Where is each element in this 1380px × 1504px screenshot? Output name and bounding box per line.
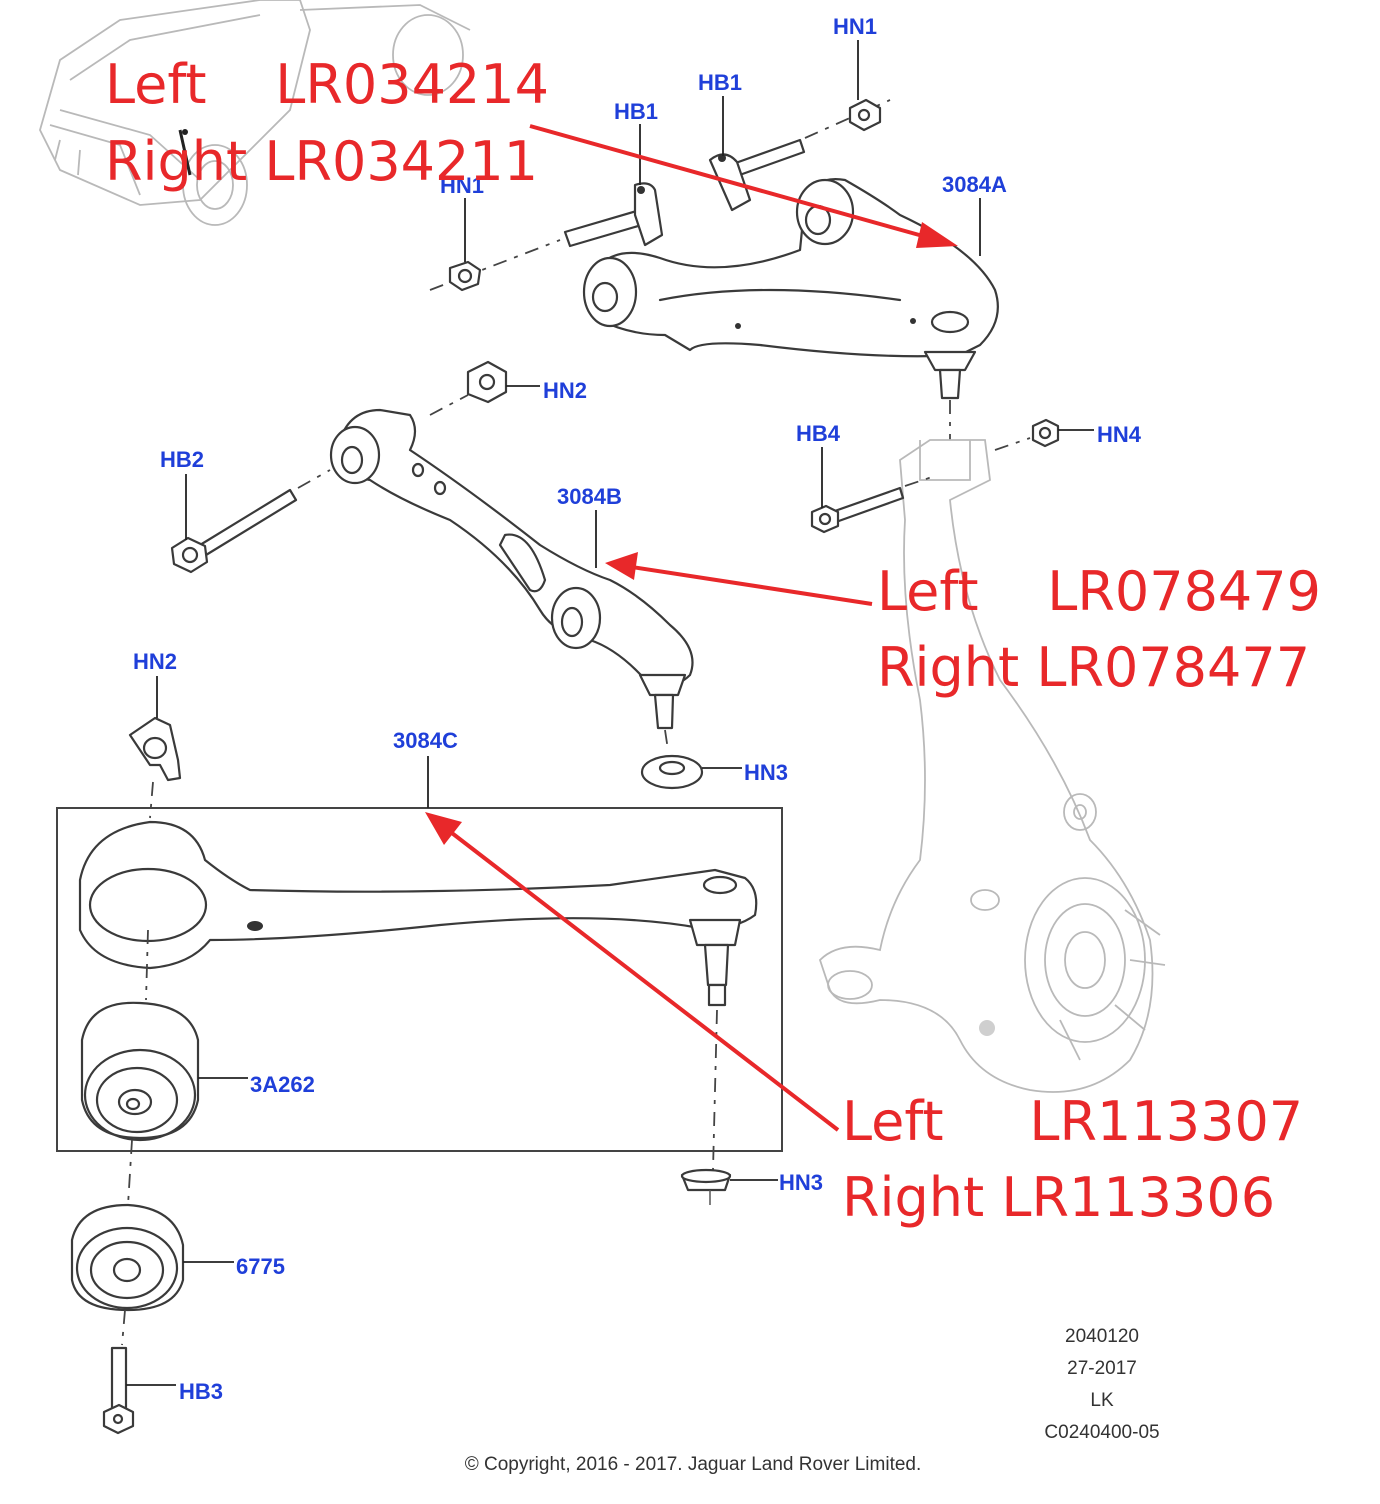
callout-hn3-low: HN3 [779,1170,823,1195]
steering-knuckle [818,439,1166,1093]
nut-hn2-lower [128,716,182,819]
lower-arm-front [329,408,694,751]
lower-arm-front-fasteners [170,360,704,790]
copyright-notice: © Copyright, 2016 - 2017. Jaguar Land Ro… [465,1454,922,1475]
callout-hn3-mid: HN3 [744,760,788,785]
callout-3084a: 3084A [942,172,1007,197]
callout-hb1-right: HB1 [698,70,742,95]
middle-right-part: Right LR078477 [877,636,1310,699]
ref-line-2: 27-2017 [1067,1358,1137,1379]
lower-left-part: Left LR113307 [842,1090,1303,1153]
lower-arm-rear [78,820,758,1171]
callout-3a262: 3A262 [250,1072,315,1097]
nut-hn3-lower [680,1168,732,1205]
upper-arm-fasteners [429,98,891,292]
callout-hn2-top: HN2 [543,378,587,403]
callout-6775: 6775 [236,1254,285,1279]
ref-line-4: C0240400-05 [1044,1422,1159,1443]
vehicle-thumbnail [39,0,471,226]
bushing-3a262 [80,1001,200,1206]
ref-line-3: LK [1090,1390,1114,1411]
bolt-hb3 [102,1346,135,1435]
callout-hb2: HB2 [160,447,204,472]
assembly-box [56,807,783,1152]
middle-left-part: Left LR078479 [877,560,1321,623]
callout-hb4: HB4 [796,421,841,446]
upper-control-arm [582,178,999,440]
callout-3084c: 3084C [393,728,458,753]
upper-left-part: Left LR034214 [105,53,549,116]
callout-hb1-left: HB1 [614,99,658,124]
part-number-annotations: Left LR034214 Right LR034211 Left LR0784… [105,53,1321,1229]
callout-hn1-top: HN1 [833,14,877,39]
callout-3084b: 3084B [557,484,622,509]
upper-right-part: Right LR034211 [105,130,538,193]
callout-hb3: HB3 [179,1379,223,1404]
callout-labels: HN1 HB1 HB1 HN1 3084A HN2 HB2 3084B HB4 … [133,14,1142,1404]
lower-right-part: Right LR113306 [842,1166,1275,1229]
annotation-arrows [425,124,958,1132]
callout-hn4: HN4 [1097,422,1142,447]
drawing-reference: 2040120 27-2017 LK C0240400-05 [1044,1326,1159,1443]
bushing-6775 [70,1203,185,1346]
callout-hn1-left: HN1 [440,173,484,198]
leader-lines [126,40,1094,1386]
knuckle-fasteners [810,418,1060,534]
callout-hn2-left: HN2 [133,649,177,674]
ref-line-1: 2040120 [1065,1326,1139,1347]
